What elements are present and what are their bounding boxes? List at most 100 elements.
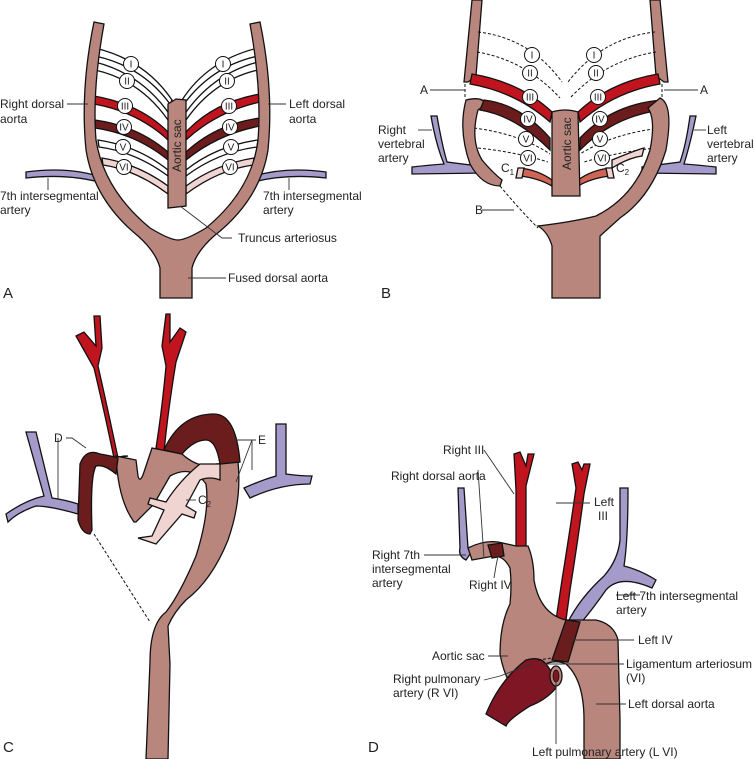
panel-c-label-d: D: [54, 431, 63, 445]
panel-b-left-arch-circle: [586, 47, 602, 63]
panel-a-left-arch-circle: [222, 119, 238, 135]
panel-d-label-left-iii-2: III: [598, 509, 608, 523]
panel-b-label-a-left: A: [420, 83, 428, 97]
panel-d-label-left-7th-2: artery: [616, 603, 647, 617]
panel-d-left-pulmonary-lumen: [552, 669, 560, 683]
panel-a-label-right-dorsal-aorta: Right dorsal: [0, 97, 64, 111]
panel-b-right-arch-circle: [518, 131, 534, 147]
panel-c-label-c2: C2: [198, 493, 212, 509]
panel-d: Right III Right dorsal aorta Left III Ri…: [368, 443, 752, 759]
panel-b-right-arch-circle: [520, 111, 536, 127]
panel-b-left-arch-circle: [594, 150, 610, 166]
panel-d-label-aortic-sac: Aortic sac: [432, 649, 485, 663]
panel-c: D E C2 C: [3, 313, 313, 759]
panel-d-pulmonary-trunk: [485, 658, 557, 727]
panel-d-left-7th-intersegmental: [567, 487, 657, 625]
panel-d-label-left-dorsal-aorta: Left dorsal aorta: [628, 697, 715, 711]
panel-a-label-left-7th-2: artery: [263, 203, 294, 217]
panel-a-label-left-7th: 7th intersegmental: [263, 189, 362, 203]
panel-d-label-right-pulmonary-2: artery (R VI): [393, 686, 458, 700]
panel-b-right-arch-circle: [522, 89, 538, 105]
panel-a-right-arch-circle: [119, 73, 135, 89]
panel-d-label-right-iv: Right IV: [469, 578, 512, 592]
panel-a-right-arch-numeral: V: [120, 143, 127, 154]
panel-c-left-carotid: [155, 313, 187, 454]
panel-c-left-fourth-arch-e: [163, 413, 241, 465]
panel-b-c2-stub: [605, 167, 615, 179]
panel-b-label-left-vertebral-3: artery: [707, 151, 738, 165]
panel-d-label-left-iii: Left: [594, 495, 615, 509]
panel-b-right-arch-circle: [524, 47, 540, 63]
panel-a-left-arch-numeral: IV: [225, 123, 235, 134]
panel-d-label-left-pulmonary: Left pulmonary artery (L VI): [532, 745, 678, 759]
panel-b-letter: B: [381, 285, 391, 302]
panel-d-label-right-iii: Right III: [443, 443, 484, 457]
panel-b-left-arch-numeral: II: [593, 69, 599, 80]
panel-b-left-arch-circle: [590, 89, 606, 105]
panel-b-left-sixth-arch: [577, 167, 611, 188]
panel-a-left-arch-circle: [221, 98, 237, 114]
panel-b-right-arch-numeral: V: [523, 135, 530, 146]
panel-d-label-left-iv: Left IV: [638, 633, 673, 647]
panel-a-right-arch-circle: [123, 56, 139, 72]
panel-d-left-third-arch: [555, 461, 591, 621]
panel-b-left-fourth-arch: [579, 99, 663, 152]
panel-c-right-carotid: [75, 315, 129, 459]
panel-a-left-arch-numeral: II: [224, 77, 230, 88]
panel-a-left-arch-circle: [223, 139, 239, 155]
panel-b-label-b: B: [475, 203, 483, 217]
panel-a-label-right-dorsal-aorta-2: aorta: [0, 112, 28, 126]
panel-b-label-right-vertebral-3: artery: [378, 151, 409, 165]
panel-a-label-right-7th: 7th intersegmental: [0, 189, 99, 203]
panel-a-right-arch-circle: [115, 139, 131, 155]
panel-b-aortic-sac-label: Aortic sac: [560, 117, 574, 170]
panel-d-label-right-7th-2: intersegmental: [372, 562, 451, 576]
panel-b-right-dorsal-aorta-upper: [463, 0, 483, 83]
panel-d-label-right-7th-3: artery: [372, 576, 403, 590]
panel-b-left-arch-numeral: I: [593, 51, 596, 62]
panel-a-left-arch-circle: [219, 73, 235, 89]
panel-c-label-e: E: [258, 433, 266, 447]
panel-b-right-arch-numeral: IV: [523, 115, 533, 126]
panel-c-left-subclavian: [243, 423, 313, 499]
panel-d-label-left-7th: Left 7th intersegmental: [616, 589, 738, 603]
panel-b-left-third-arch: [577, 73, 661, 124]
panel-a-label-fused: Fused dorsal aorta: [228, 271, 328, 285]
panel-c-pulmonary-c2: [137, 463, 221, 545]
panel-d-label-right-dorsal-aorta: Right dorsal aorta: [391, 469, 486, 483]
panel-a-right-arch-numeral: III: [121, 102, 129, 113]
panel-b-left-arch-numeral: IV: [595, 115, 605, 126]
panel-b-left-arch-circle: [588, 65, 604, 81]
panel-b-left-arch-numeral: III: [594, 93, 602, 104]
panel-a-right-arch-numeral: II: [124, 77, 130, 88]
panel-a-left-arch-circle: [215, 56, 231, 72]
panel-b-label-c2: C2: [616, 161, 630, 177]
panel-d-label-ligamentum: Ligamentum arteriosum: [626, 657, 752, 671]
panel-b-right-arch-numeral: II: [527, 69, 533, 80]
panel-a-right-arch-circle: [117, 98, 133, 114]
panel-d-aortic-body: [467, 540, 621, 759]
panel-b-right-third-arch: [469, 73, 553, 124]
panel-a-right-arch-circle: [116, 159, 132, 175]
panel-c-right-fourth-arch-d: [77, 451, 119, 535]
panel-a-letter: A: [3, 285, 13, 302]
panel-a-aortic-sac-label: Aortic sac: [170, 119, 184, 172]
panel-b-label-left-vertebral-2: vertebral: [707, 137, 754, 151]
panel-d-left-iv-segment: [551, 619, 581, 663]
panel-b-c1-stub: [515, 167, 525, 179]
panel-a-label-right-7th-2: artery: [0, 203, 31, 217]
panel-b-label-right-vertebral: Right: [378, 123, 407, 137]
panel-a-label-left-dorsal-aorta-2: aorta: [289, 112, 317, 126]
panel-a-left-arch-numeral: I: [222, 60, 225, 71]
panel-d-label-right-7th: Right 7th: [372, 548, 420, 562]
panel-b-left-arch-numeral: V: [597, 135, 604, 146]
panel-a-label-truncus: Truncus arteriosus: [238, 231, 337, 245]
panel-a-dorsal-aortae: [83, 21, 271, 299]
panel-d-label-ligamentum-2: (VI): [626, 671, 645, 685]
panel-b-left-dorsal-aorta-upper: [649, 0, 669, 83]
panel-b-right-arch-circle: [520, 150, 536, 166]
panel-d-right-third-arch: [513, 451, 535, 549]
